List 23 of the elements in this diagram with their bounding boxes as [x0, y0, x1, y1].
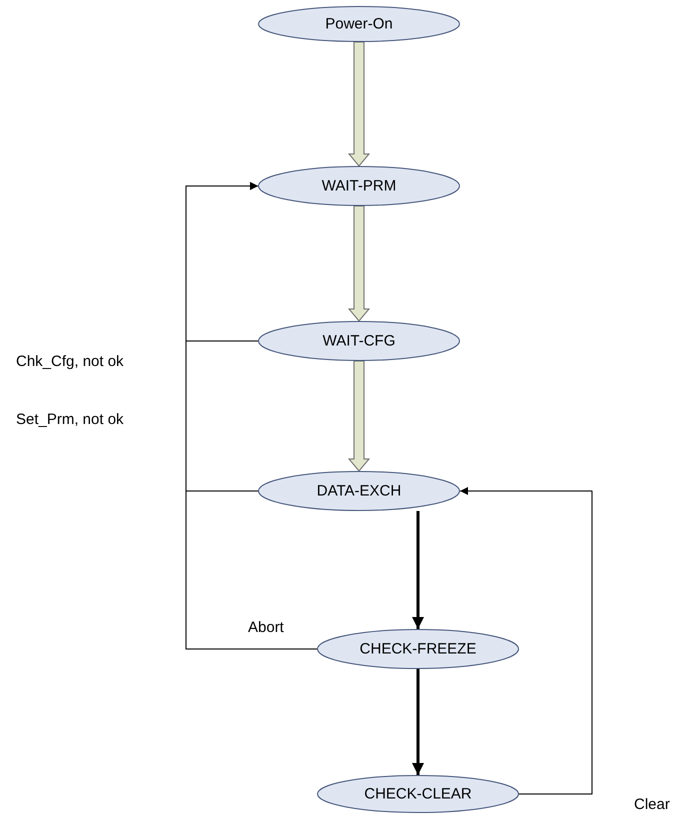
state-label: WAIT-CFG — [322, 332, 396, 350]
block-arrow — [348, 42, 370, 167]
state-label: CHECK-CLEAR — [363, 786, 473, 802]
edge-label: Abort — [248, 619, 284, 636]
edge-label: Clear — [634, 796, 670, 813]
condition-label: Chk_Cfg, not ok — [16, 353, 124, 370]
state-ellipse — [258, 471, 460, 511]
block-arrow — [348, 206, 370, 322]
state-label: Power-On — [324, 16, 394, 32]
condition-label: Set_Prm, not ok — [16, 411, 124, 428]
state-ellipse — [258, 321, 460, 361]
state-ellipse — [258, 166, 460, 206]
arrow — [412, 669, 424, 775]
state-ellipse — [317, 775, 519, 813]
state-ellipse — [317, 629, 519, 669]
state-label: CHECK-FREEZE — [358, 640, 478, 658]
block-arrow — [348, 360, 370, 472]
state-ellipse — [258, 6, 460, 42]
arrow — [412, 511, 424, 629]
arrow — [186, 182, 318, 650]
arrow — [460, 487, 592, 794]
state-label: WAIT-PRM — [320, 178, 398, 194]
state-label: DATA-EXCH — [316, 482, 402, 500]
